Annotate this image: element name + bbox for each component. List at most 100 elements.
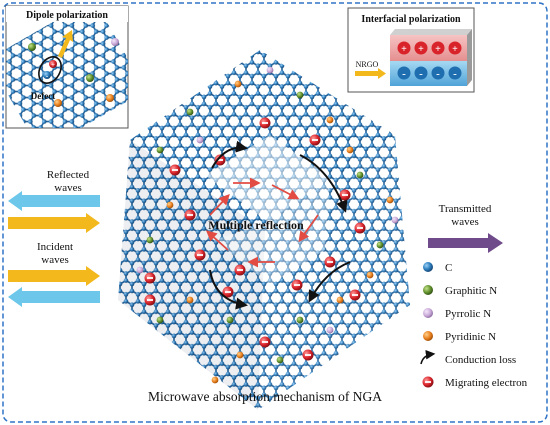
center-label: Multiple reflection bbox=[208, 218, 304, 232]
dipole-title: Dipole polarization bbox=[26, 10, 108, 21]
pink-dopant-atom bbox=[266, 66, 274, 74]
legend-conduction-label: Conduction loss bbox=[445, 354, 516, 366]
plus-symbol: + bbox=[418, 44, 424, 55]
minus-charge bbox=[414, 66, 428, 80]
legend-graphitic-symbol bbox=[423, 285, 433, 295]
multiple-reflection-arrows bbox=[205, 177, 319, 268]
green-dopant-atom bbox=[376, 241, 384, 249]
legend-item-conduction: Conduction loss bbox=[420, 349, 516, 366]
interfacial-polarization-inset: Interfacial polarization + + + + - - - - NRGO bbox=[347, 7, 475, 93]
legend-pyridinic-symbol bbox=[423, 331, 433, 341]
green-dopant-atom bbox=[356, 171, 364, 179]
legend-item-c: C bbox=[423, 262, 452, 274]
pink-dopant-atom bbox=[326, 326, 334, 334]
minus-charge bbox=[431, 66, 445, 80]
legend-pyrrolic-symbol bbox=[423, 308, 433, 318]
defect-label: Defect bbox=[31, 91, 55, 101]
legend-item-pyrrolic: Pyrrolic N bbox=[423, 308, 491, 320]
dipole-polarization-inset: Dipole polarization + - Defect bbox=[5, 5, 129, 129]
nrgo-arrow bbox=[355, 68, 386, 79]
green-dopant-atom bbox=[296, 316, 304, 324]
svg-text:+: + bbox=[51, 61, 55, 69]
defect-ring bbox=[38, 56, 62, 84]
legend-c-symbol bbox=[423, 262, 433, 272]
green-dopant-atom bbox=[276, 356, 284, 364]
orange-dopant-atom bbox=[346, 146, 354, 154]
incident-wave-arrow bbox=[8, 266, 100, 286]
interfacial-title: Interfacial polarization bbox=[361, 14, 461, 25]
pink-dopant-atom bbox=[196, 136, 204, 144]
negative-charge bbox=[43, 71, 51, 79]
legend-graphitic-label: Graphitic N bbox=[445, 285, 497, 297]
legend-c-label: C bbox=[445, 262, 452, 274]
orange-dopant-atom bbox=[234, 80, 242, 88]
orange-dopant-atom bbox=[366, 271, 374, 279]
pink-dopant-atom bbox=[136, 266, 144, 274]
nga-cube: Multiple reflection bbox=[118, 50, 410, 410]
incident-wave-arrow bbox=[8, 213, 100, 233]
cube-right-face bbox=[258, 135, 410, 410]
legend: C Graphitic N Pyrrolic N Pyridinic N Conduct… bbox=[420, 262, 528, 389]
cube-inner-cavity bbox=[205, 135, 330, 222]
conduction-arrow bbox=[209, 269, 248, 310]
dopant-atoms bbox=[136, 66, 399, 384]
legend-conduction-symbol bbox=[420, 349, 436, 365]
cube-left-face bbox=[118, 140, 265, 410]
orange-dopant-atom bbox=[326, 116, 334, 124]
positive-charges: + + + + bbox=[397, 41, 462, 55]
minus-charge bbox=[448, 66, 462, 80]
dipole-arrow bbox=[58, 30, 73, 58]
reflected-wave-arrow bbox=[8, 287, 100, 307]
green-dopant-atom bbox=[296, 91, 304, 99]
conduction-loss-arrows bbox=[209, 140, 351, 310]
nrgo-label: NRGO bbox=[356, 60, 379, 69]
negative-charges: ---- bbox=[397, 66, 462, 80]
orange-dopant-atom bbox=[386, 196, 394, 204]
minus-symbol: - bbox=[419, 68, 423, 80]
legend-electron-label: Migrating electron bbox=[445, 377, 528, 389]
diagram-title: Microwave absorption mechanism of NGA bbox=[148, 389, 382, 404]
plus-charge bbox=[448, 41, 462, 55]
plus-symbol: + bbox=[401, 44, 407, 55]
minus-symbol: - bbox=[436, 68, 440, 80]
orange-dopant-atom bbox=[166, 201, 174, 209]
migrating-electrons bbox=[144, 117, 366, 361]
orange-dopant-atom bbox=[336, 296, 344, 304]
transmitted-wave-arrow bbox=[428, 233, 503, 253]
plus-symbol: + bbox=[452, 44, 458, 55]
orange-dopant-atom bbox=[186, 296, 194, 304]
green-dopant-atom bbox=[226, 316, 234, 324]
conduction-arrow bbox=[299, 154, 348, 213]
orange-dopant-atom bbox=[211, 376, 219, 384]
legend-item-pyridinic: Pyridinic N bbox=[423, 331, 496, 343]
green-dopant-atom bbox=[156, 146, 164, 154]
plus-charge bbox=[431, 41, 445, 55]
positive-charge bbox=[49, 60, 57, 68]
minus-symbol: - bbox=[453, 68, 457, 80]
wave-arrows bbox=[8, 191, 503, 307]
green-dopant-atom bbox=[146, 236, 154, 244]
plus-symbol: + bbox=[435, 44, 441, 55]
conduction-arrow bbox=[211, 140, 248, 169]
green-dopant-atom bbox=[156, 316, 164, 324]
reflected-wave-arrow bbox=[8, 191, 100, 211]
legend-pyridinic-label: Pyridinic N bbox=[445, 331, 496, 343]
plus-charge bbox=[414, 41, 428, 55]
minus-symbol: - bbox=[402, 68, 406, 80]
orange-dopant-atom bbox=[236, 351, 244, 359]
legend-item-graphitic: Graphitic N bbox=[423, 285, 497, 297]
minus-charge bbox=[397, 66, 411, 80]
svg-text:-: - bbox=[46, 72, 49, 80]
conduction-arrow bbox=[308, 261, 351, 303]
plus-charge bbox=[397, 41, 411, 55]
legend-pyrrolic-label: Pyrrolic N bbox=[445, 308, 491, 320]
green-dopant-atom bbox=[186, 108, 194, 116]
pink-dopant-atom bbox=[391, 216, 399, 224]
legend-item-electron: Migrating electron bbox=[422, 376, 528, 389]
